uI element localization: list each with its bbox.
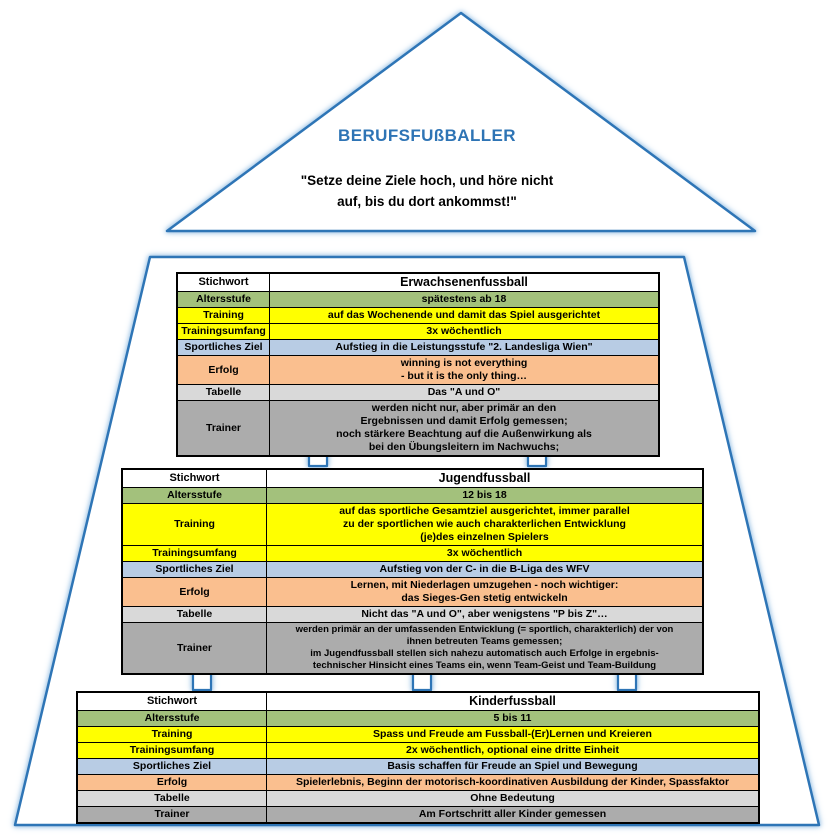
table-row: Tabelle Das "A und O" (178, 384, 658, 400)
table-row: Trainer Am Fortschritt aller Kinder geme… (78, 806, 758, 822)
row-label: Tabelle (123, 607, 267, 622)
row-label: Tabelle (78, 791, 267, 806)
table-row: Training auf das Wochenende und damit da… (178, 307, 658, 323)
row-label: Trainingsumfang (78, 743, 267, 758)
row-label: Sportliches Ziel (178, 340, 270, 355)
row-label: Erfolg (123, 578, 267, 606)
row-label: Altersstufe (123, 488, 267, 503)
row-value: werden primär an der umfassenden Entwick… (295, 624, 674, 671)
row-value: Nicht das "A und O", aber wenigstens "P … (361, 608, 608, 620)
table-row: Trainingsumfang 3x wöchentlich (178, 323, 658, 339)
row-value: 12 bis 18 (462, 489, 507, 501)
table-row: Altersstufe spätestens ab 18 (178, 291, 658, 307)
row-value: auf das sportliche Gesamtziel ausgericht… (339, 505, 630, 543)
row-label: Trainingsumfang (123, 546, 267, 561)
row-value: Spielerlebnis, Beginn der motorisch-koor… (295, 776, 730, 788)
row-label: Erfolg (78, 775, 267, 790)
row-label: Altersstufe (178, 292, 270, 307)
row-value: 5 bis 11 (493, 712, 532, 724)
table-row: Sportliches Ziel Basis schaffen für Freu… (78, 758, 758, 774)
column-header-stichwort: Stichwort (178, 274, 270, 291)
table-row: Trainer werden primär an der umfassenden… (123, 622, 702, 673)
table-row: Erfolg Lernen, mit Niederlagen umzugehen… (123, 577, 702, 606)
row-value: werden nicht nur, aber primär an den Erg… (336, 402, 592, 453)
table-row: Training Spass und Freude am Fussball-(E… (78, 726, 758, 742)
row-label: Trainer (178, 401, 270, 455)
table-row: Sportliches Ziel Aufstieg von der C- in … (123, 561, 702, 577)
level-name: Kinderfussball (469, 694, 556, 708)
row-label: Erfolg (178, 356, 270, 384)
row-value: Das "A und O" (427, 386, 501, 398)
row-label: Tabelle (178, 385, 270, 400)
row-value: auf das Wochenende und damit das Spiel a… (327, 309, 601, 321)
table-row: Erfolg Spielerlebnis, Beginn der motoris… (78, 774, 758, 790)
row-value: Basis schaffen für Freude an Spiel und B… (387, 760, 638, 772)
page-title: BERUFSFUßBALLER (338, 126, 516, 145)
table-header-row: Stichwort Jugendfussball (123, 470, 702, 487)
table-row: Altersstufe 12 bis 18 (123, 487, 702, 503)
table-row: Tabelle Ohne Bedeutung (78, 790, 758, 806)
table-row: Tabelle Nicht das "A und O", aber wenigs… (123, 606, 702, 622)
table-row: Erfolg winning is not everything - but i… (178, 355, 658, 384)
table-row: Altersstufe 5 bis 11 (78, 710, 758, 726)
row-label: Trainingsumfang (178, 324, 270, 339)
row-value: Lernen, mit Niederlagen umzugehen - noch… (350, 579, 619, 604)
row-value: Aufstieg in die Leistungsstufe "2. Lande… (335, 341, 593, 353)
row-value: winning is not everything - but it is th… (400, 357, 528, 382)
row-value: 3x wöchentlich (426, 325, 502, 337)
motivational-quote: "Setze deine Ziele hoch, und höre nicht … (300, 173, 554, 209)
row-value: Spass und Freude am Fussball-(Er)Lernen … (373, 728, 652, 740)
column-header-stichwort: Stichwort (123, 470, 267, 487)
row-label: Training (78, 727, 267, 742)
table-erwachsenenfussball: Stichwort Erwachsenenfussball Altersstuf… (176, 272, 660, 457)
row-label: Sportliches Ziel (78, 759, 267, 774)
level-name: Erwachsenenfussball (400, 275, 528, 289)
row-label: Trainer (78, 807, 267, 822)
row-value: Ohne Bedeutung (470, 792, 555, 804)
row-value: Aufstieg von der C- in die B-Liga des WF… (379, 563, 590, 575)
column-header-stichwort: Stichwort (78, 693, 267, 710)
table-header-row: Stichwort Kinderfussball (78, 693, 758, 710)
table-row: Training auf das sportliche Gesamtziel a… (123, 503, 702, 545)
table-row: Trainingsumfang 2x wöchentlich, optional… (78, 742, 758, 758)
table-jugendfussball: Stichwort Jugendfussball Altersstufe 12 … (121, 468, 704, 675)
row-value: 2x wöchentlich, optional eine dritte Ein… (406, 744, 619, 756)
row-label: Trainer (123, 623, 267, 673)
row-label: Training (178, 308, 270, 323)
row-label: Training (123, 504, 267, 545)
table-header-row: Stichwort Erwachsenenfussball (178, 274, 658, 291)
table-row: Trainer werden nicht nur, aber primär an… (178, 400, 658, 455)
pyramid-peak-shape (165, 11, 757, 233)
table-kinderfussball: Stichwort Kinderfussball Altersstufe 5 b… (76, 691, 760, 824)
row-value: Am Fortschritt aller Kinder gemessen (418, 808, 607, 820)
row-value: spätestens ab 18 (421, 293, 507, 305)
table-row: Trainingsumfang 3x wöchentlich (123, 545, 702, 561)
row-value: 3x wöchentlich (446, 547, 523, 559)
row-label: Altersstufe (78, 711, 267, 726)
level-name: Jugendfussball (438, 471, 531, 485)
table-row: Sportliches Ziel Aufstieg in die Leistun… (178, 339, 658, 355)
row-label: Sportliches Ziel (123, 562, 267, 577)
